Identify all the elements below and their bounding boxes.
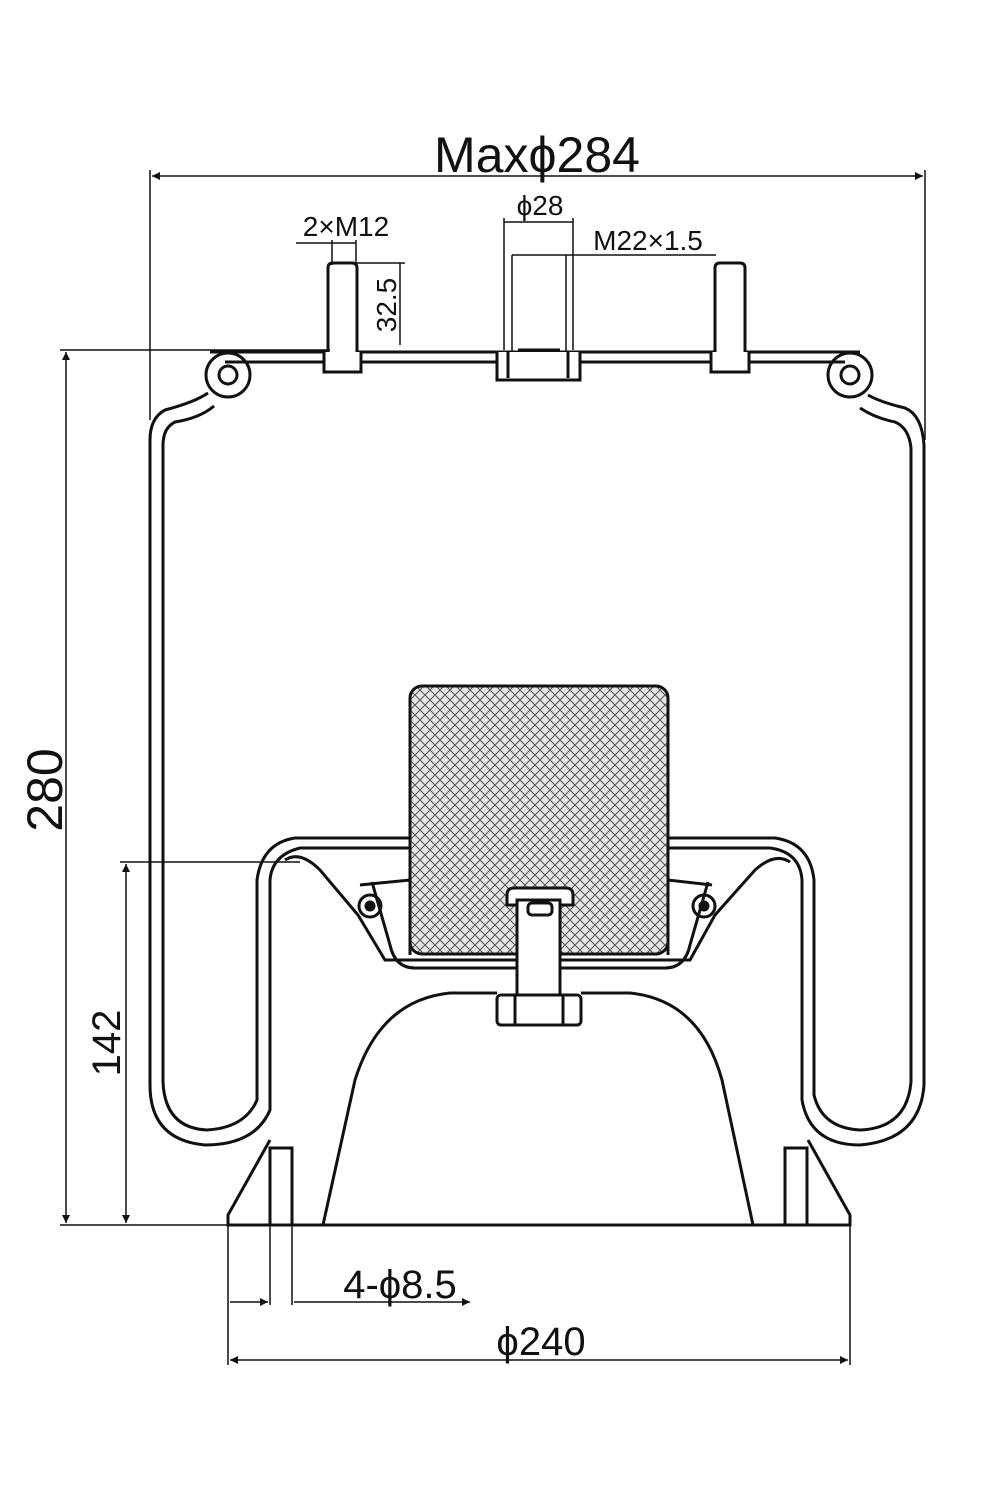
center-bolt <box>495 886 583 1027</box>
center-fitting <box>495 348 582 382</box>
total-height-label: 280 <box>17 748 73 831</box>
stud-length-label: 32.5 <box>371 278 402 333</box>
right-stud <box>709 261 751 374</box>
lower-height-label: 142 <box>85 1010 129 1077</box>
holes-label: 4-ϕ8.5 <box>343 1263 457 1307</box>
piston <box>226 991 852 1227</box>
center-diameter-label: ϕ28 <box>517 190 564 221</box>
stud-thread-label: 2×M12 <box>303 211 389 242</box>
max-diameter-label: Maxϕ284 <box>434 127 640 183</box>
dimension-lines <box>60 170 926 1365</box>
base-diameter-label: ϕ240 <box>496 1320 585 1364</box>
center-thread-label: M22×1.5 <box>593 225 703 256</box>
left-stud <box>322 261 363 374</box>
